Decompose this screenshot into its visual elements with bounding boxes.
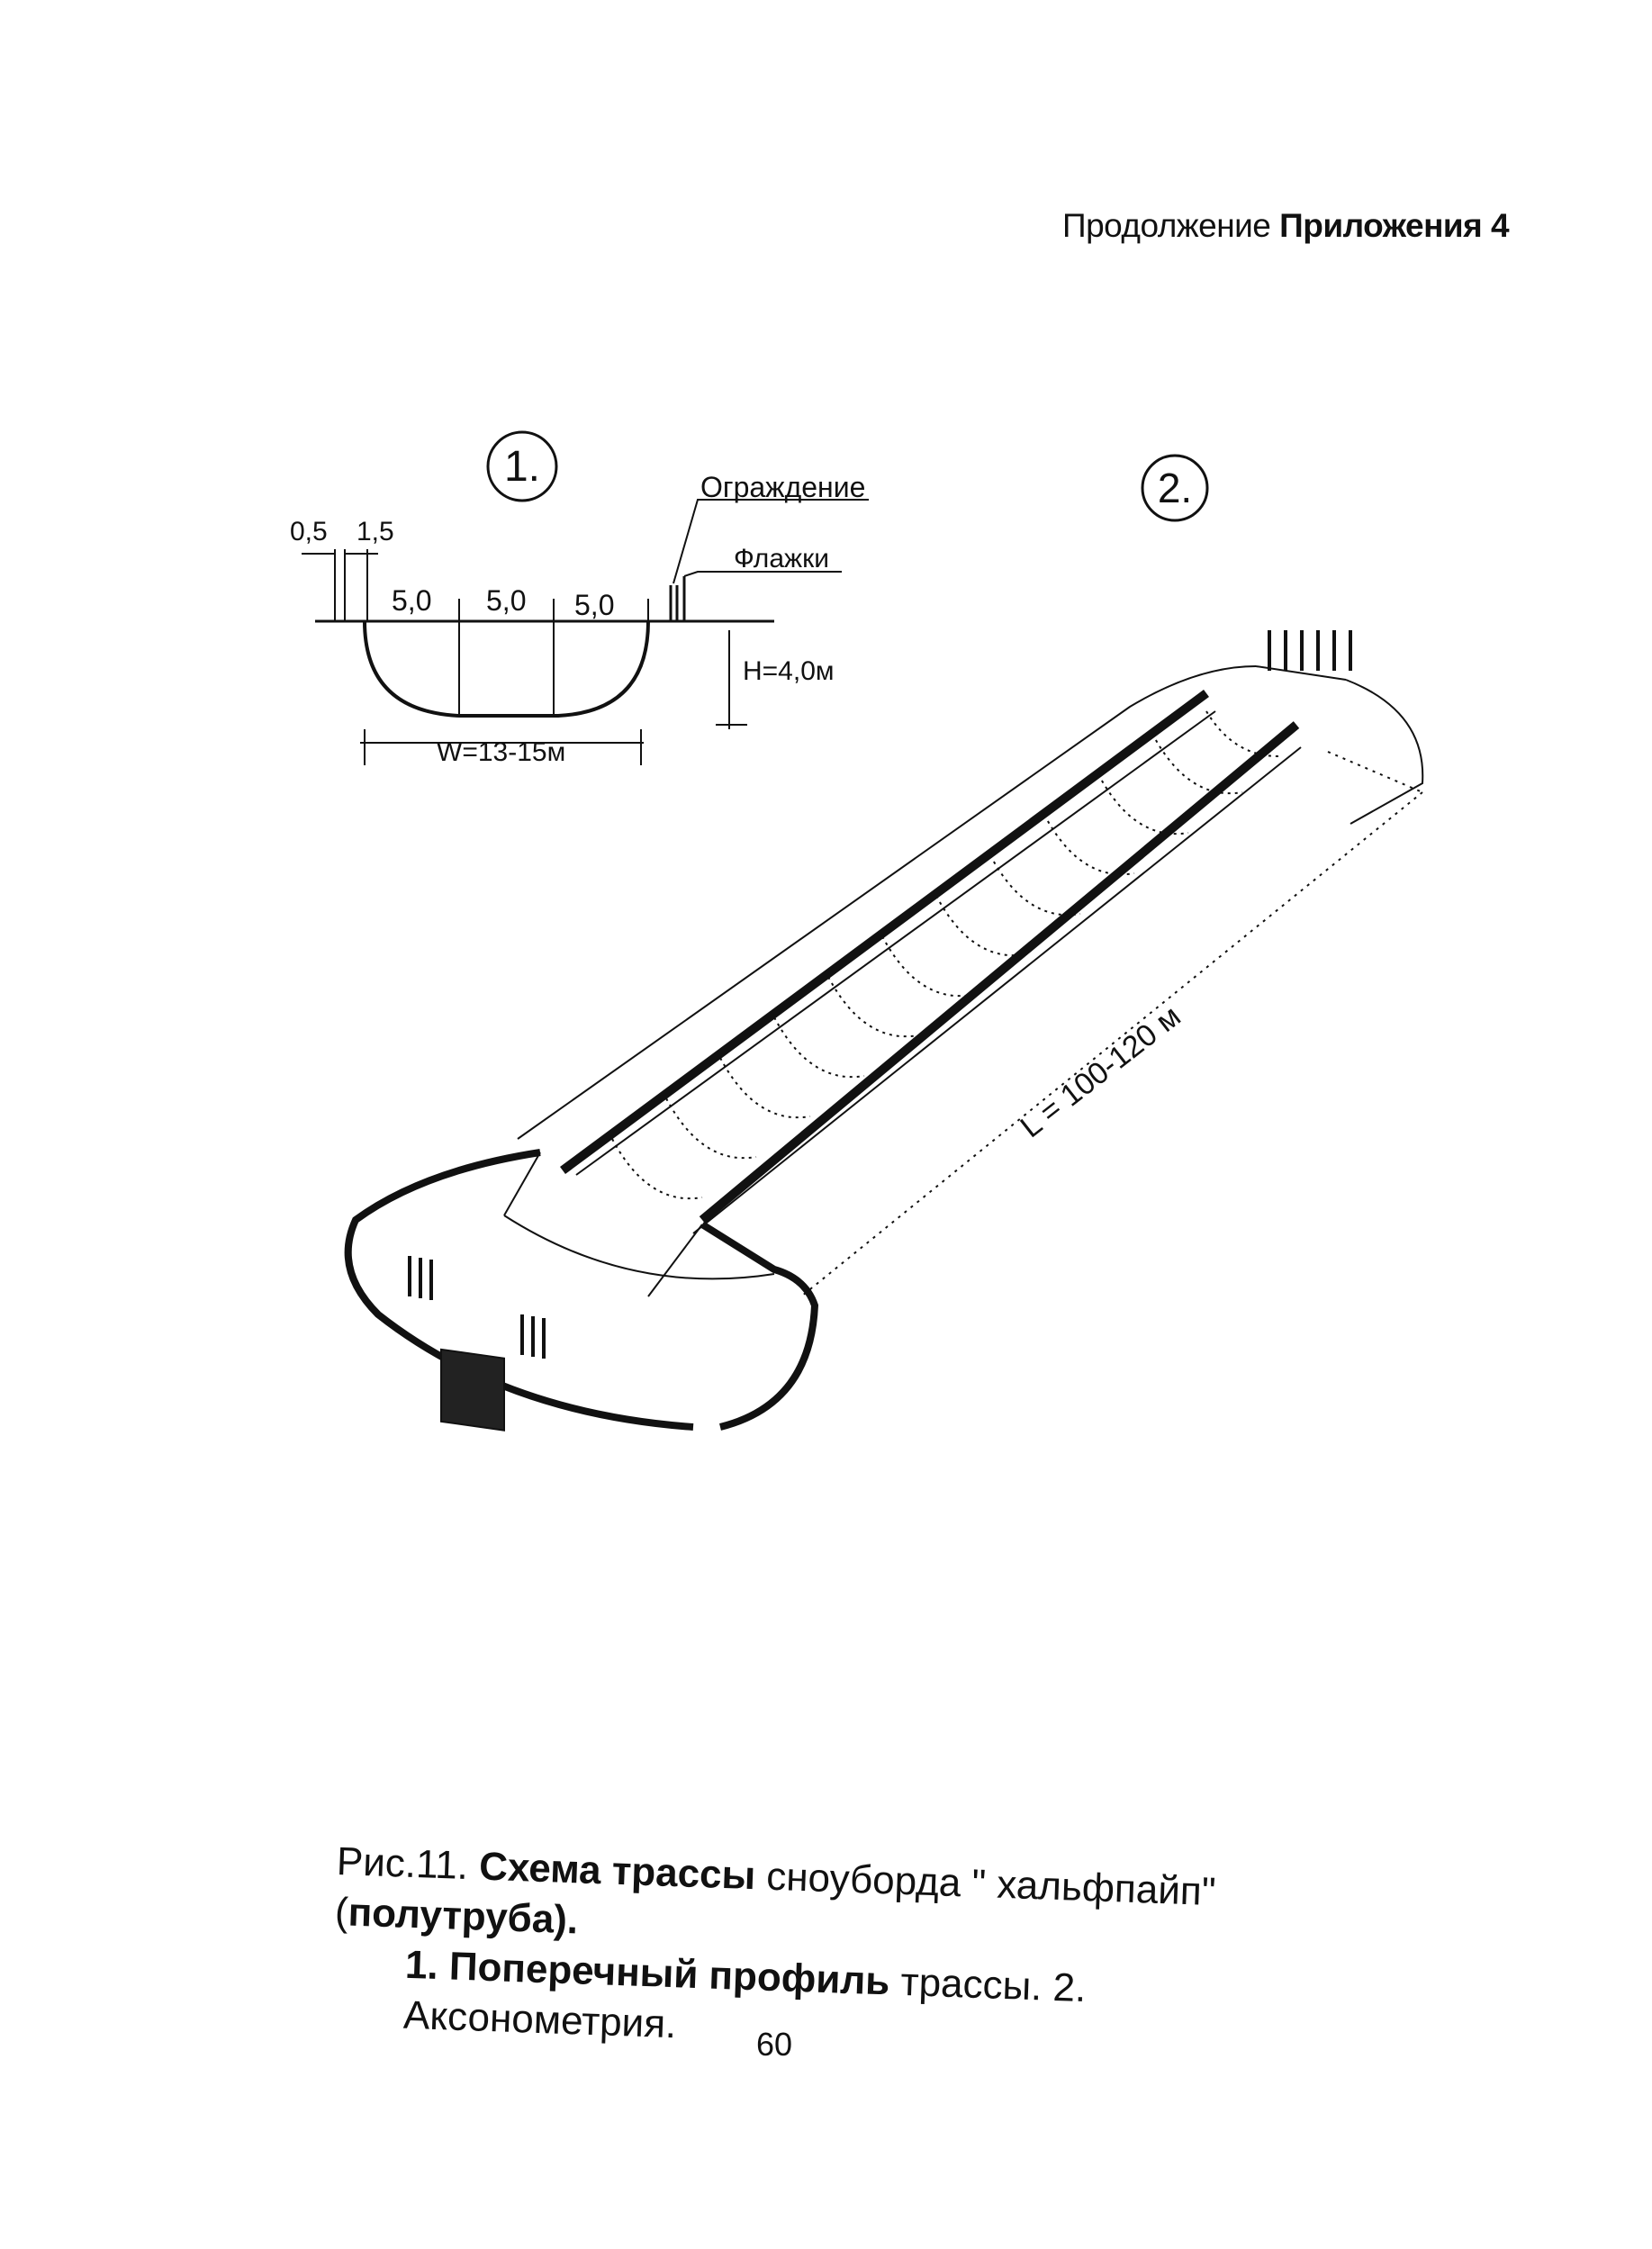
- profile-marker: 1.: [504, 443, 540, 491]
- dim-small-a: 0,5: [290, 517, 328, 546]
- profile-marker-circle: [486, 430, 558, 502]
- axo-marker-circle: [1141, 454, 1209, 522]
- near-flags: [408, 1256, 546, 1359]
- near-left-wall: [503, 1152, 541, 1216]
- seg-label-2: 5,0: [486, 584, 526, 617]
- fence-leader: [673, 499, 869, 584]
- page-number: 60: [756, 2026, 793, 2063]
- near-platform-outline: [344, 1149, 694, 1431]
- seg-label-3: 5,0: [574, 589, 614, 621]
- flags-leader: [683, 571, 842, 577]
- shell-right-edge: [800, 791, 1423, 1297]
- near-right-wall: [647, 1224, 703, 1297]
- left-rail: [560, 689, 1209, 1175]
- near-platform-right: [700, 1221, 819, 1431]
- far-flags: [1268, 630, 1352, 671]
- profile-figure: 1. 0,5 1,5 5,0 5,0: [290, 430, 869, 767]
- flags-label: Флажки: [734, 544, 829, 574]
- figure-caption: Рис.11. Схема трассы сноуборда " хальфпа…: [330, 1837, 1372, 2074]
- length-label: L = 100-120 м: [1015, 999, 1187, 1145]
- height-label: H=4,0м: [743, 656, 835, 686]
- caption-title-bold: Схема трассы: [478, 1844, 757, 1899]
- axo-marker: 2.: [1158, 465, 1192, 511]
- right-rail-inner: [692, 746, 1302, 1234]
- near-rim: [503, 1215, 775, 1280]
- dim-small-b: 1,5: [357, 517, 394, 546]
- header-suffix: Приложения 4: [1279, 207, 1510, 244]
- left-rail-inner: [575, 710, 1216, 1176]
- fence-label: Ограждение: [700, 471, 865, 503]
- page-header: Продолжение Приложения 4: [1062, 207, 1510, 245]
- right-rail: [699, 721, 1300, 1224]
- far-dotted: [1327, 751, 1423, 793]
- shell-far-cap: [1345, 679, 1424, 825]
- shell-left-edge: [517, 665, 1257, 1140]
- caption-title-bold2: полутруба).: [347, 1890, 580, 1943]
- halfpipe-profile: [363, 620, 650, 718]
- caption-fig: Рис.11.: [336, 1838, 469, 1889]
- seg-label-1: 5,0: [392, 584, 431, 617]
- start-house: [440, 1348, 505, 1432]
- width-label: W=13-15м: [437, 737, 565, 767]
- header-prefix: Продолжение: [1062, 207, 1271, 244]
- cross-sections: [611, 710, 1279, 1200]
